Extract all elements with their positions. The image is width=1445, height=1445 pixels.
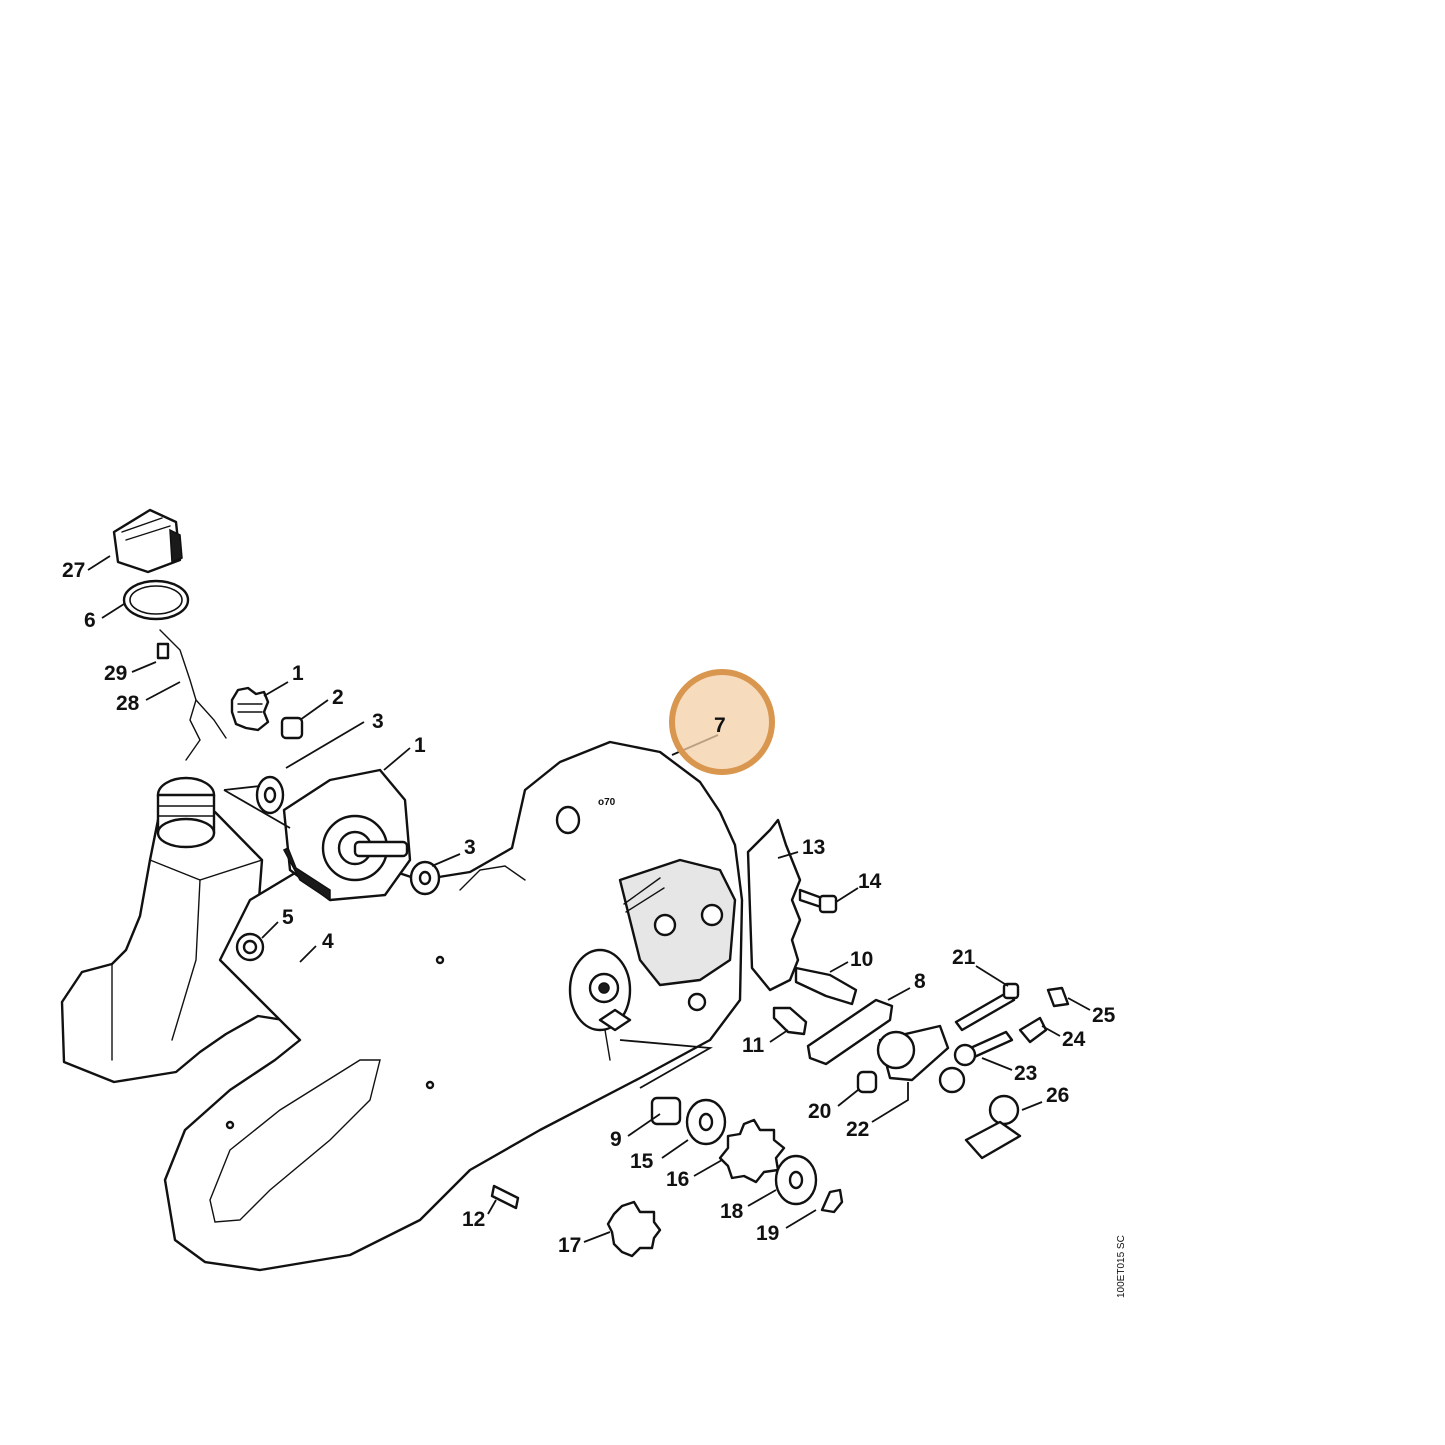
retaining-cord xyxy=(156,629,227,761)
callout-1a: 1 xyxy=(292,662,304,685)
oil-tank xyxy=(60,776,314,1084)
callout-12: 12 xyxy=(462,1208,485,1231)
washer-upper xyxy=(255,775,285,815)
callout-29: 29 xyxy=(104,662,127,685)
callout-14: 14 xyxy=(858,870,882,893)
callout-13: 13 xyxy=(802,836,825,859)
callout-25: 25 xyxy=(1092,1004,1116,1027)
callout-9: 9 xyxy=(610,1128,622,1151)
callout-3b: 3 xyxy=(464,836,476,859)
callout-21: 21 xyxy=(952,946,976,969)
callout-15: 15 xyxy=(630,1150,654,1173)
washer-15 xyxy=(685,1098,727,1146)
guide-plate xyxy=(806,998,894,1066)
callout-26: 26 xyxy=(1046,1084,1069,1107)
collar-stud xyxy=(794,966,858,1006)
sealing-ring xyxy=(122,579,190,621)
callout-6: 6 xyxy=(84,609,96,632)
needle-bearing xyxy=(650,1096,682,1126)
callout-5: 5 xyxy=(282,906,294,929)
washer-lower xyxy=(409,860,441,896)
tensioner-gear xyxy=(938,1066,1022,1160)
housing-logo: o70 xyxy=(598,797,616,808)
callout-2: 2 xyxy=(332,686,344,709)
callout-11: 11 xyxy=(742,1034,765,1057)
rim-sprocket-16 xyxy=(718,1118,786,1184)
callout-18: 18 xyxy=(720,1200,744,1223)
thrust-washer xyxy=(1018,1016,1048,1044)
callout-1b: 1 xyxy=(414,734,426,757)
callout-16: 16 xyxy=(666,1168,689,1191)
screw-12 xyxy=(490,1184,520,1210)
callout-20: 20 xyxy=(808,1100,831,1123)
rim-sprocket-17 xyxy=(606,1200,662,1258)
callout-3a: 3 xyxy=(372,710,384,733)
bumper-screw xyxy=(798,888,838,914)
chain-tensioner-slide xyxy=(876,1024,950,1082)
reference-code: 100ET015 SC xyxy=(1116,1235,1127,1298)
highlight-marker xyxy=(669,669,775,775)
callout-24: 24 xyxy=(1062,1028,1086,1051)
callout-23: 23 xyxy=(1014,1062,1037,1085)
callout-28: 28 xyxy=(116,692,140,715)
needle-bearing-small xyxy=(280,716,304,740)
tensioner-pin xyxy=(856,1070,878,1094)
filler-cap xyxy=(112,508,183,574)
tensioner-screw xyxy=(954,982,1020,1032)
adjusting-screw xyxy=(953,1030,1014,1067)
callout-27: 27 xyxy=(62,559,85,582)
callout-7: 7 xyxy=(714,714,726,737)
washer-18 xyxy=(774,1154,818,1206)
callout-labels: 27 6 29 28 1 2 3 1 3 5 4 7 13 14 10 8 11… xyxy=(62,559,1116,1257)
callout-4: 4 xyxy=(322,930,334,953)
clutch-drum xyxy=(282,768,412,902)
callout-10: 10 xyxy=(850,948,873,971)
sprocket-small xyxy=(230,686,270,732)
bumper-spike xyxy=(746,818,802,992)
guide-bar-stud xyxy=(772,1006,808,1036)
callout-19: 19 xyxy=(756,1222,779,1245)
chain-catcher-clip xyxy=(1046,986,1070,1008)
grommet xyxy=(235,932,265,962)
e-clip xyxy=(820,1188,844,1214)
callout-8: 8 xyxy=(914,970,926,993)
callout-17: 17 xyxy=(558,1234,581,1257)
callout-22: 22 xyxy=(846,1118,869,1141)
